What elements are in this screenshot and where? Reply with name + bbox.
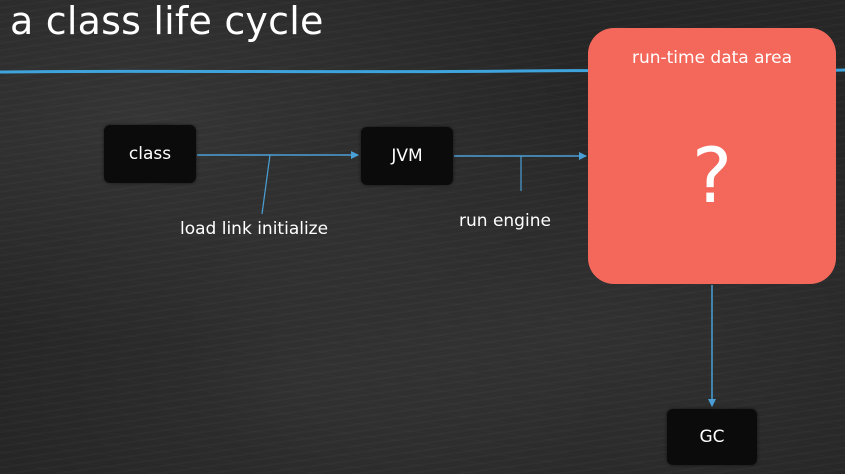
- node-jvm: JVM: [361, 127, 453, 185]
- node-gc-label: GC: [699, 427, 725, 447]
- node-runtime-data-area: run-time data area ?: [588, 28, 836, 284]
- node-gc: GC: [667, 409, 757, 465]
- node-class: class: [104, 125, 196, 183]
- question-mark-icon: ?: [691, 131, 733, 220]
- edge-label-load-link-initialize: load link initialize: [180, 219, 329, 239]
- node-class-label: class: [128, 144, 172, 164]
- runtime-data-area-label: run-time data area: [631, 48, 793, 68]
- callout-load-link-initialize: [261, 154, 271, 215]
- edge-label-run-engine: run engine: [459, 211, 551, 231]
- node-jvm-label: JVM: [391, 146, 423, 166]
- slide-title: a class life cycle: [10, 0, 324, 43]
